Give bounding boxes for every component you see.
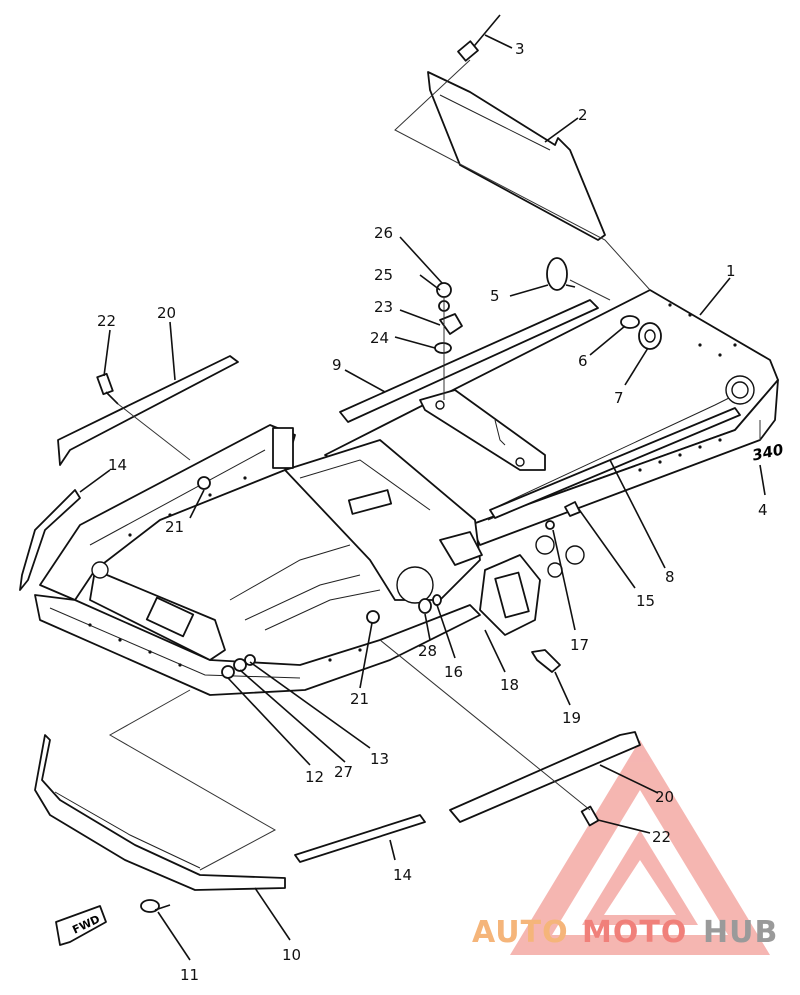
callout-1: 1	[726, 262, 736, 280]
callout-7: 7	[614, 389, 624, 407]
callout-18: 18	[500, 676, 519, 694]
nut-21-lower	[366, 610, 380, 624]
main-frame	[34, 289, 779, 696]
fastener-stack	[434, 282, 463, 354]
callout-6: 6	[578, 352, 588, 370]
bumper-10	[34, 734, 286, 891]
callout-14a: 14	[108, 456, 127, 474]
strip-9	[339, 299, 599, 423]
watermark-text: AUTO MOTO HUB	[472, 915, 778, 950]
callout-12: 12	[305, 768, 324, 786]
callout-11: 11	[180, 966, 199, 984]
cover-plate	[427, 71, 606, 241]
rail-20-lower	[449, 731, 641, 823]
callout-3: 3	[515, 40, 525, 58]
watermark-moto: MOTO	[582, 915, 687, 950]
mount-6-7	[620, 315, 662, 350]
callout-20b: 20	[655, 788, 674, 806]
fwd-badge: FWD	[55, 905, 107, 946]
callout-24: 24	[370, 329, 389, 347]
grommet-5	[546, 257, 576, 291]
callout-15: 15	[636, 592, 655, 610]
callout-5: 5	[490, 287, 500, 305]
watermark-auto: AUTO	[472, 915, 569, 950]
rail-20-top	[57, 355, 239, 466]
callout-27: 27	[334, 763, 353, 781]
callout-28: 28	[418, 642, 437, 660]
callout-9: 9	[332, 356, 342, 374]
callout-22a: 22	[97, 312, 116, 330]
strip-14-left	[19, 489, 81, 591]
callout-10: 10	[282, 946, 301, 964]
bolt-19	[531, 649, 561, 673]
fastener-12-13-27	[221, 654, 256, 679]
callout-21a: 21	[165, 518, 184, 536]
watermark-logo	[510, 740, 770, 955]
callout-17: 17	[570, 636, 589, 654]
callout-13: 13	[370, 750, 389, 768]
callout-20a: 20	[157, 304, 176, 322]
bolt-11	[140, 899, 171, 913]
callout-labels: 1 2 3 4 5 6 7 8 9 10 11 12 13 14 14 15 1…	[97, 40, 768, 984]
screw-3	[457, 14, 501, 62]
callout-26: 26	[374, 224, 393, 242]
strip-14-lower	[294, 814, 426, 863]
bolt-22-lower	[580, 805, 600, 827]
callout-21b: 21	[350, 690, 369, 708]
bolt-22-top	[96, 372, 119, 405]
callout-23: 23	[374, 298, 393, 316]
strip-8	[489, 407, 741, 519]
callout-8: 8	[665, 568, 675, 586]
callout-22b: 22	[652, 828, 671, 846]
nut-21-upper	[197, 476, 211, 490]
callout-14b: 14	[393, 866, 412, 884]
washer-17	[545, 520, 555, 530]
leader-lines	[79, 34, 766, 961]
guide-lines	[108, 59, 761, 871]
watermark-hub: HUB	[703, 915, 778, 950]
callout-19: 19	[562, 709, 581, 727]
callout-2: 2	[578, 106, 588, 124]
callout-25: 25	[374, 266, 393, 284]
callout-16: 16	[444, 663, 463, 681]
stamp-label: 340	[751, 440, 785, 464]
callout-4: 4	[758, 501, 768, 519]
